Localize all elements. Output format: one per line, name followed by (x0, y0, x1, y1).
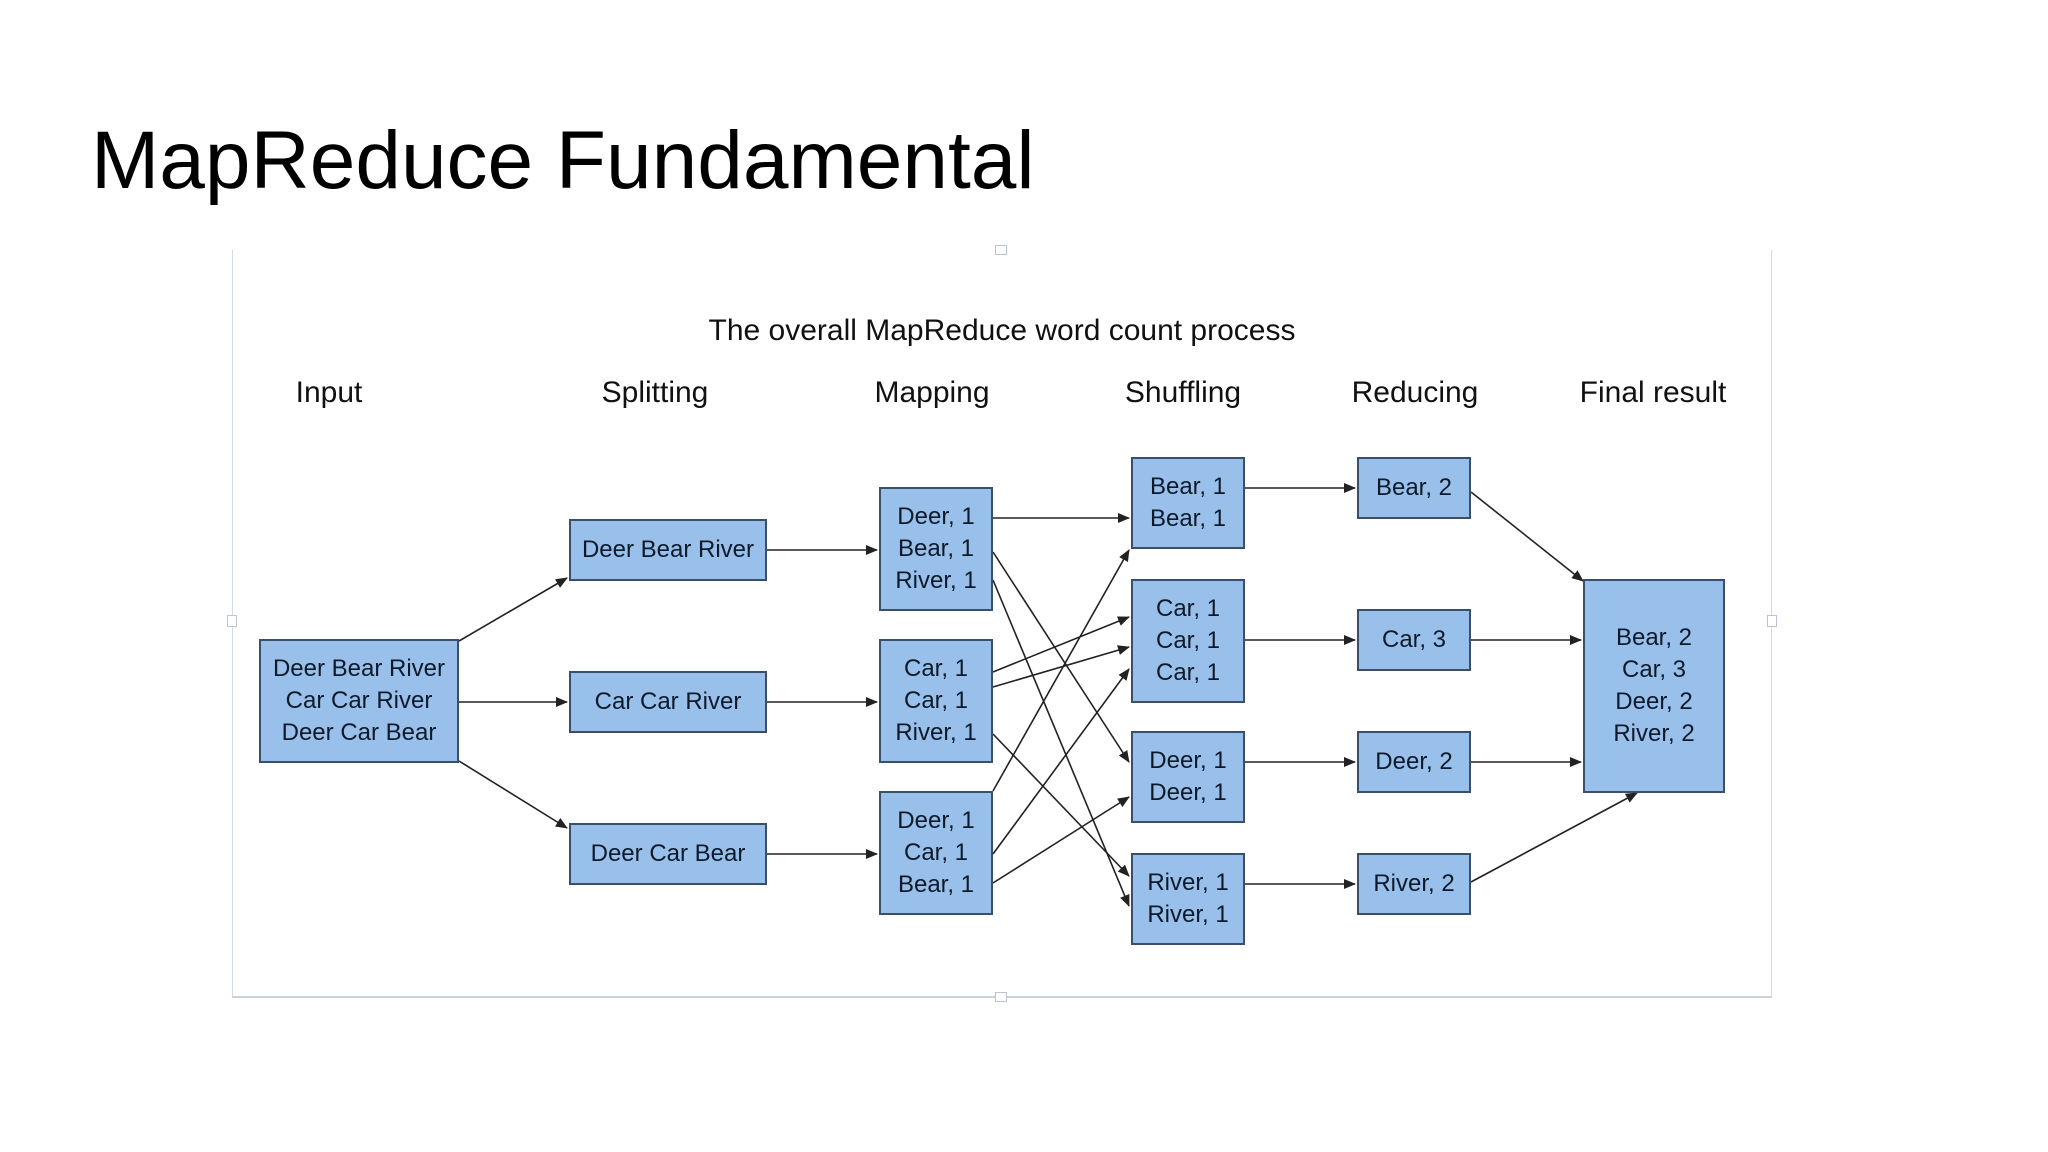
reduce-box-car: Car, 3 (1357, 609, 1471, 671)
split-line: Car Car River (594, 688, 742, 715)
shuffle-line: Bear, 1 (1149, 505, 1227, 532)
shuffle-line: Car, 1 (1155, 627, 1221, 654)
map-line: Car, 1 (903, 839, 969, 866)
reduce-line: Deer, 2 (1375, 748, 1453, 775)
stage-header-mapping: Mapping (874, 376, 990, 409)
shuffle-line: Car, 1 (1155, 659, 1221, 686)
shuffle-line: Bear, 1 (1149, 473, 1227, 500)
arrow-map-3-to-shuffle-bear (992, 549, 1130, 792)
reduce-box-bear: Bear, 2 (1357, 457, 1471, 519)
split-box-3: Deer Car Bear (569, 823, 767, 885)
resize-handle-right[interactable] (1767, 615, 1777, 627)
shuffle-box-bear: Bear, 1 Bear, 1 (1131, 457, 1245, 549)
shuffle-line: River, 1 (1147, 901, 1229, 928)
map-line: River, 1 (895, 719, 977, 746)
map-box-1: Deer, 1 Bear, 1 River, 1 (879, 487, 993, 611)
arrow-input-to-split-3 (458, 760, 568, 829)
map-line: Bear, 1 (897, 535, 975, 562)
stage-header-shuffling: Shuffling (1124, 376, 1242, 409)
shuffle-line: Car, 1 (1155, 595, 1221, 622)
shuffle-box-river: River, 1 River, 1 (1131, 853, 1245, 945)
map-line: Bear, 1 (897, 871, 975, 898)
shuffle-box-car: Car, 1 Car, 1 Car, 1 (1131, 579, 1245, 703)
arrow-map-2-to-shuffle-car-b (992, 645, 1130, 688)
reduce-line: River, 2 (1373, 870, 1455, 897)
arrow-map-3-to-shuffle-car (992, 668, 1130, 855)
result-line: Deer, 2 (1615, 688, 1693, 715)
resize-handle-top[interactable] (995, 245, 1007, 255)
arrow-map-1-to-shuffle-river (992, 579, 1130, 907)
result-line: Bear, 2 (1615, 624, 1693, 651)
stage-header-reducing: Reducing (1351, 376, 1479, 409)
shuffle-line: Deer, 1 (1149, 747, 1227, 774)
stage-header-input: Input (295, 376, 363, 409)
reduce-line: Car, 3 (1381, 626, 1447, 653)
result-line: River, 2 (1613, 720, 1695, 747)
stage-header-splitting: Splitting (601, 376, 709, 409)
split-box-1: Deer Bear River (569, 519, 767, 581)
reduce-box-deer: Deer, 2 (1357, 731, 1471, 793)
input-line: Car Car River (285, 687, 433, 714)
arrow-map-2-to-shuffle-river (992, 733, 1130, 877)
shuffle-line: River, 1 (1147, 869, 1229, 896)
diagram-figure: The overall MapReduce word count process… (227, 245, 1777, 1002)
slide-title: MapReduce Fundamental (91, 115, 1035, 206)
arrow-map-1-to-shuffle-deer (992, 551, 1130, 763)
stage-header-final-result: Final result (1579, 376, 1727, 409)
shuffle-box-deer: Deer, 1 Deer, 1 (1131, 731, 1245, 823)
arrow-reduce-river-to-result (1470, 792, 1638, 883)
diagram-title: The overall MapReduce word count process (708, 314, 1296, 347)
map-line: Deer, 1 (897, 503, 975, 530)
map-line: Car, 1 (903, 687, 969, 714)
resize-handle-bottom[interactable] (995, 992, 1007, 1002)
arrow-map-2-to-shuffle-car-a (992, 616, 1130, 673)
input-line: Deer Car Bear (281, 719, 437, 746)
reduce-line: Bear, 2 (1375, 474, 1453, 501)
final-result-box: Bear, 2 Car, 3 Deer, 2 River, 2 (1583, 579, 1725, 793)
shuffle-line: Deer, 1 (1149, 779, 1227, 806)
map-box-2: Car, 1 Car, 1 River, 1 (879, 639, 993, 763)
reduce-box-river: River, 2 (1357, 853, 1471, 915)
arrow-layer (458, 483, 1638, 907)
input-box: Deer Bear River Car Car River Deer Car B… (259, 639, 459, 763)
arrow-map-3-to-shuffle-deer (992, 796, 1130, 884)
arrow-input-to-split-1 (458, 577, 568, 642)
split-line: Deer Car Bear (590, 840, 746, 867)
result-line: Car, 3 (1621, 656, 1687, 683)
arrow-reduce-bear-to-result (1470, 491, 1584, 582)
map-line: Deer, 1 (897, 807, 975, 834)
input-line: Deer Bear River (272, 655, 446, 682)
split-line: Deer Bear River (581, 536, 755, 563)
split-box-2: Car Car River (569, 671, 767, 733)
map-box-3: Deer, 1 Car, 1 Bear, 1 (879, 791, 993, 915)
resize-handle-left[interactable] (227, 615, 237, 627)
map-line: River, 1 (895, 567, 977, 594)
map-line: Car, 1 (903, 655, 969, 682)
